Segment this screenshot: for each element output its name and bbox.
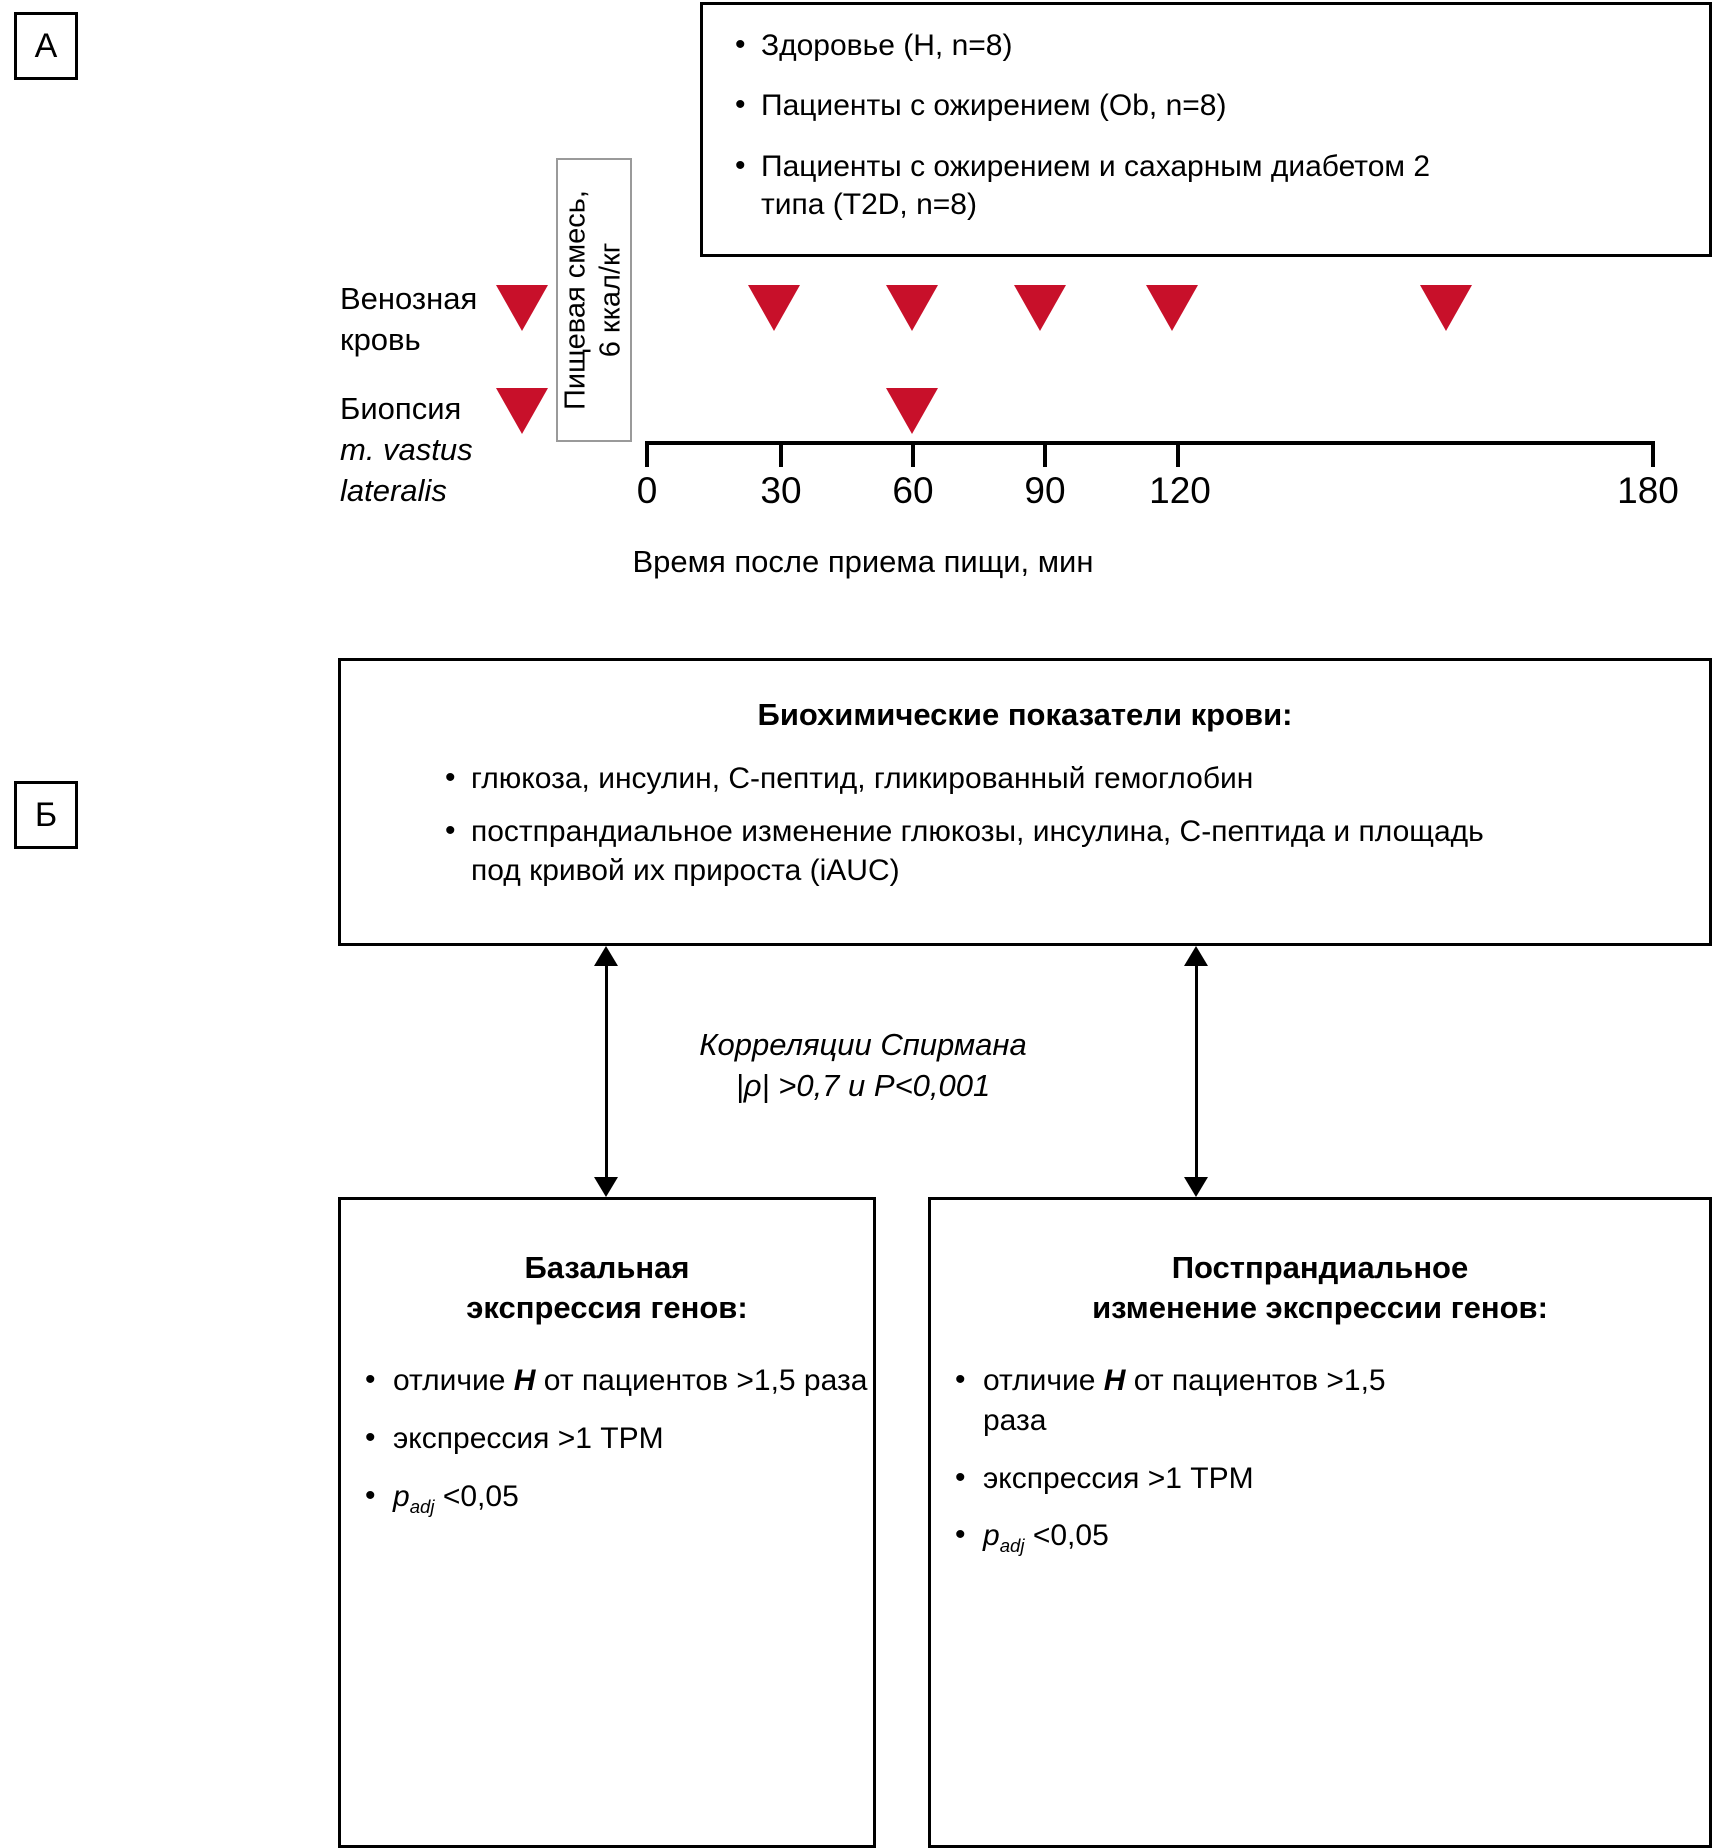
- axis-label-0: 0: [636, 470, 658, 511]
- axis-tick-0: [645, 441, 649, 467]
- bullet-glyph: •: [365, 1363, 376, 1397]
- spearman-correlation-note: Корреляции Спирмана |ρ| >0,7 и P<0,001: [0, 1025, 1726, 1107]
- bullet-glyph: •: [365, 1478, 376, 1512]
- bullet-glyph: •: [735, 88, 746, 122]
- axis-label-60: 60: [892, 470, 934, 511]
- arrow-head-up-icon: [594, 946, 618, 966]
- spearman-line-1: Корреляции Спирмана: [699, 1027, 1027, 1062]
- groups-legend-box: • Здоровье (H, n=8) • Пациенты с ожирени…: [700, 2, 1712, 257]
- list-item: • Пациенты с ожирением (Ob, n=8): [703, 87, 1709, 125]
- meal-mixture-box: Пищевая смесь, 6 ккал/кг: [556, 158, 632, 442]
- blood-biochemistry-title: Биохимические показатели крови:: [757, 697, 1293, 732]
- arrow-head-down-icon: [594, 1177, 618, 1197]
- bullet-glyph: •: [735, 28, 746, 61]
- criterion-padj-subscript: adj: [409, 1495, 435, 1517]
- blood-marker-60: [886, 285, 938, 331]
- legend-item-t2d: Пациенты с ожирением и сахарным диабетом…: [761, 149, 1431, 222]
- blood-marker-30: [748, 285, 800, 331]
- biopsy-muscle-name: m. vastus lateralis: [340, 432, 473, 509]
- title-line-2: изменение экспрессии генов:: [1092, 1289, 1548, 1325]
- biochem-item-basal: глюкоза, инсулин, С-пептид, гликированны…: [471, 762, 1254, 795]
- timeline-axis: [645, 441, 1655, 445]
- title-line-1: Базальная: [524, 1250, 690, 1285]
- blood-marker-90: [1014, 285, 1066, 331]
- biopsy-marker-baseline: [496, 388, 548, 434]
- bullet-glyph: •: [445, 814, 456, 847]
- basal-gene-expression-box: Базальная экспрессия генов: • отличие H …: [338, 1197, 876, 1848]
- axis-tick-90: [1043, 441, 1047, 467]
- list-item: • Здоровье (H, n=8): [703, 27, 1709, 65]
- row-label-biopsy: Биопсия m. vastus lateralis: [340, 388, 540, 512]
- spearman-line-2: |ρ| >0,7 и P<0,001: [735, 1067, 991, 1103]
- criterion-padj-value: <0,05: [434, 1479, 519, 1513]
- criterion-tpm: экспрессия >1 TPM: [983, 1461, 1254, 1495]
- meal-mixture-label: Пищевая смесь, 6 ккал/кг: [559, 190, 630, 410]
- basal-gene-expression-title: Базальная экспрессия генов:: [359, 1248, 855, 1327]
- list-item: • глюкоза, инсулин, С-пептид, гликирован…: [341, 759, 1709, 798]
- arrow-head-up-icon: [1184, 946, 1208, 966]
- list-item: • Пациенты с ожирением и сахарным диабет…: [703, 148, 1501, 225]
- list-item: • padj <0,05: [931, 1516, 1709, 1559]
- criterion-padj-subscript: adj: [999, 1535, 1025, 1557]
- criterion-fold-change-pre: отличие: [983, 1364, 1104, 1398]
- panel-a-letter: А: [14, 12, 78, 80]
- criterion-padj-value: <0,05: [1024, 1519, 1109, 1553]
- axis-label-180: 180: [1617, 470, 1679, 511]
- arrow-biochem-to-basal: [594, 946, 618, 1197]
- title-line-1: Постпрандиальное: [1171, 1250, 1469, 1285]
- list-item: • padj <0,05: [341, 1477, 873, 1520]
- title-line-2: экспрессия генов:: [466, 1289, 748, 1325]
- blood-marker-180: [1420, 285, 1472, 331]
- postprandial-criteria-list: • отличие H от пациентов >1,5 раза • экс…: [931, 1327, 1709, 1558]
- list-item: • экспрессия >1 TPM: [341, 1419, 873, 1459]
- biopsy-marker-60: [886, 388, 938, 434]
- biopsy-word: Биопсия: [340, 391, 462, 426]
- axis-tick-30: [779, 441, 783, 467]
- axis-label-90: 90: [1024, 470, 1066, 511]
- meal-line-1: Пищевая смесь,: [559, 190, 592, 410]
- arrow-biochem-to-postprandial: [1184, 946, 1208, 1197]
- blood-biochemistry-list: • глюкоза, инсулин, С-пептид, гликирован…: [341, 733, 1709, 890]
- criterion-group-h: H: [1103, 1364, 1126, 1398]
- blood-marker-120: [1146, 285, 1198, 331]
- axis-tick-120: [1176, 441, 1180, 467]
- bullet-glyph: •: [445, 761, 456, 794]
- criterion-group-h: H: [513, 1364, 536, 1398]
- axis-label-120: 120: [1149, 470, 1211, 511]
- basal-criteria-list: • отличие H от пациентов >1,5 раза • экс…: [341, 1327, 873, 1519]
- arrow-head-down-icon: [1184, 1177, 1208, 1197]
- legend-item-obese: Пациенты с ожирением (Ob, n=8): [761, 89, 1227, 123]
- list-item: • экспрессия >1 TPM: [931, 1459, 1709, 1499]
- list-item: • отличие H от пациентов >1,5 раза: [931, 1361, 1403, 1440]
- meal-line-2: 6 ккал/кг: [595, 242, 627, 358]
- panel-b-letter: Б: [14, 781, 78, 849]
- row-label-venous-blood: Венозная кровь: [340, 281, 478, 358]
- axis-tick-60: [911, 441, 915, 467]
- criterion-padj-symbol: p: [393, 1479, 410, 1513]
- list-item: • отличие H от пациентов >1,5 раза: [341, 1361, 873, 1401]
- axis-tick-180: [1651, 441, 1655, 467]
- biochem-item-postprandial: постпрандиальное изменение глюкозы, инсу…: [471, 815, 1484, 887]
- legend-item-healthy: Здоровье (H, n=8): [761, 29, 1013, 62]
- axis-title: Время после приема пищи, мин: [632, 544, 1094, 579]
- groups-legend-list: • Здоровье (H, n=8) • Пациенты с ожирени…: [703, 5, 1709, 225]
- criterion-tpm: экспрессия >1 TPM: [393, 1421, 664, 1455]
- blood-marker-baseline: [496, 285, 548, 331]
- axis-label-30: 30: [760, 470, 802, 511]
- postprandial-gene-expression-title: Постпрандиальное изменение экспрессии ге…: [949, 1248, 1691, 1327]
- criterion-fold-change-post: от пациентов >1,5 раза: [983, 1364, 1386, 1437]
- criterion-fold-change-post: от пациентов >1,5 раза: [535, 1364, 868, 1398]
- bullet-glyph: •: [955, 1518, 966, 1552]
- list-item: • постпрандиальное изменение глюкозы, ин…: [341, 812, 1501, 890]
- blood-biochemistry-box: Биохимические показатели крови: • глюкоз…: [338, 658, 1712, 946]
- criterion-fold-change-pre: отличие: [393, 1364, 514, 1398]
- bullet-glyph: •: [365, 1420, 376, 1454]
- bullet-glyph: •: [955, 1460, 966, 1494]
- postprandial-gene-expression-box: Постпрандиальное изменение экспрессии ге…: [928, 1197, 1712, 1848]
- criterion-padj-symbol: p: [983, 1519, 1000, 1553]
- bullet-glyph: •: [735, 148, 746, 182]
- bullet-glyph: •: [955, 1363, 966, 1397]
